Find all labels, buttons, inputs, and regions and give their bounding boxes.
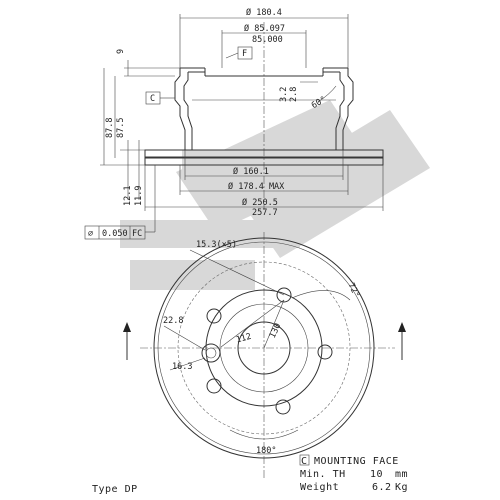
dim-top-width: Ø 180.4: [246, 7, 282, 18]
dim-r22: 22.8: [163, 316, 183, 326]
dim-bore-max: Ø 85.097: [244, 23, 285, 34]
front-view: 15.3(×5) 72° 22.8 16.3 112 130 180°: [123, 232, 406, 480]
locator-hole: [201, 343, 221, 363]
tolerance-frame: ⌀ 0.050 FC: [84, 165, 156, 240]
note-weight-value: 6.2: [372, 482, 392, 493]
dim-outer-dia-min: 257.7: [252, 208, 278, 218]
locator-hole-inner: [205, 347, 217, 359]
note-min-th-label: Min. TH: [300, 469, 346, 480]
bolt-hole: [275, 399, 291, 415]
dim-height-a: 87.8: [105, 118, 115, 138]
dim-angle-72: 72°: [346, 281, 362, 299]
bolt-hole: [206, 378, 222, 394]
dim-pcd-130: 130: [268, 322, 284, 340]
note-min-th-value: 10: [370, 469, 383, 480]
dim-height-b: 87.5: [116, 118, 126, 138]
dim-rim-dia: Ø 178.4 MAX: [228, 181, 285, 192]
note-mounting-face: C MOUNTING FACE: [301, 456, 399, 467]
dim-lip: 9: [116, 49, 126, 54]
dim-step-b: 2.8: [289, 87, 299, 102]
dim-bore-min: 85.000: [252, 35, 283, 45]
datum-c: C: [150, 94, 155, 104]
datum-f: F: [242, 49, 247, 59]
section-arrows: [123, 322, 406, 360]
dim-thick-b: 11.9: [134, 186, 144, 206]
dim-pcd-112: 112: [235, 332, 252, 346]
note-type: Type DP: [92, 484, 138, 495]
bolt-hole: [206, 308, 222, 324]
dim-angle-180: 180°: [256, 446, 276, 456]
bolt-holes: [201, 287, 333, 415]
dim-inner-dia: Ø 160.1: [233, 166, 269, 177]
dim-hole-dia: 15.3(×5): [196, 240, 237, 250]
note-weight-label: Weight: [300, 482, 339, 493]
tolerance-symbol: ⌀: [88, 229, 93, 239]
tolerance-value: 0.050: [102, 229, 128, 239]
tolerance-ref: FC: [132, 229, 142, 239]
note-weight-unit: Kg: [395, 482, 408, 493]
watermark-logo: [120, 100, 430, 290]
notes: C MOUNTING FACE Min. TH 10 mm Weight 6.2…: [92, 454, 408, 495]
dim-thick-a: 12.1: [123, 186, 133, 206]
bolt-hole: [317, 344, 333, 360]
dim-r16: 16.3: [172, 362, 192, 372]
note-min-th-unit: mm: [395, 469, 408, 480]
bolt-hole: [276, 287, 292, 303]
section-view: Ø 180.4 Ø 85.097 85.000 F C 9 87.8 87.5 …: [84, 7, 384, 240]
dim-outer-dia: Ø 250.5: [242, 197, 278, 208]
dim-step-a: 3.2: [279, 87, 289, 102]
